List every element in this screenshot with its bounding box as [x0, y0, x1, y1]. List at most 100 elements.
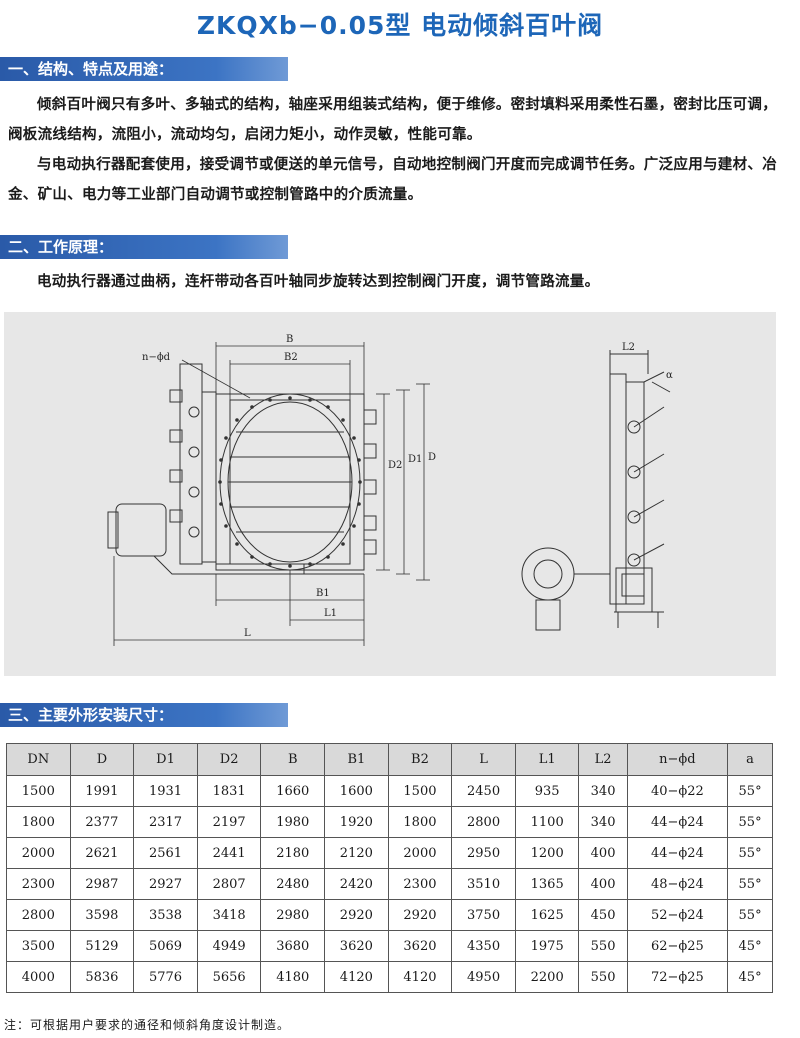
table-cell: 3620	[387, 930, 453, 962]
table-cell: 1831	[196, 775, 262, 807]
table-cell: 3620	[324, 930, 389, 962]
table-cell: 1500	[6, 775, 71, 807]
table-cell: 72−ϕ25	[626, 961, 729, 993]
dim-label-nphid: n−ϕd	[142, 352, 171, 363]
dim-label-L2: L2	[622, 342, 635, 353]
table-cell: 3538	[133, 899, 198, 931]
paragraph-principle-1: 电动执行器通过曲柄，连杆带动各百叶轴同步旋转达到控制阀门开度，调节管路流量。	[37, 273, 600, 290]
table-cell: 550	[578, 961, 628, 993]
table-cell: 2300	[387, 868, 453, 900]
flange-bolt-holes	[218, 396, 362, 568]
table-cell: 2317	[133, 806, 198, 838]
table-cell: 2621	[69, 837, 135, 869]
col-header: L1	[514, 743, 580, 776]
bracket-bolts	[169, 389, 200, 538]
table-cell: 340	[578, 775, 628, 807]
table-cell: 48−ϕ24	[626, 868, 729, 900]
table-cell: 400	[578, 837, 628, 869]
shaft-bosses	[363, 409, 377, 555]
col-header: n−ϕd	[626, 743, 729, 776]
table-cell: 3680	[260, 930, 326, 962]
table-cell: 3598	[69, 899, 135, 931]
table-cell: 45°	[727, 961, 773, 993]
valve-drawing-svg: B B2 n−ϕd D2 D1 D B1 L1 L L2 α	[107, 334, 673, 646]
table-cell: 1980	[260, 806, 326, 838]
table-cell: 2200	[514, 961, 580, 993]
col-header: D2	[196, 743, 262, 776]
col-header: D	[69, 743, 135, 776]
table-cell: 55°	[727, 899, 773, 931]
dim-label-D: D	[428, 452, 436, 463]
table-cell: 40−ϕ22	[626, 775, 729, 807]
table-cell: 2800	[6, 899, 71, 931]
table-cell: 5836	[69, 961, 135, 993]
table-cell: 45°	[727, 930, 773, 962]
table-cell: 1991	[69, 775, 135, 807]
table-cell: 1920	[324, 806, 389, 838]
table-cell: 2000	[6, 837, 71, 869]
col-header: B1	[324, 743, 389, 776]
table-cell: 550	[578, 930, 628, 962]
col-header: B2	[387, 743, 453, 776]
table-cell: 1200	[514, 837, 580, 869]
table-cell: 2927	[133, 868, 198, 900]
table-cell: 44−ϕ24	[626, 837, 729, 869]
table-cell: 1975	[514, 930, 580, 962]
dim-label-B: B	[286, 334, 293, 345]
table-cell: 3500	[6, 930, 71, 962]
technical-drawing: B B2 n−ϕd D2 D1 D B1 L1 L L2 α	[4, 312, 776, 676]
table-cell: 1100	[514, 806, 580, 838]
table-cell: 1500	[387, 775, 453, 807]
table-cell: 55°	[727, 806, 773, 838]
section-header-dimensions: 三、主要外形安装尺寸：	[0, 703, 288, 727]
dim-label-D2: D2	[388, 460, 402, 471]
table-cell: 2807	[196, 868, 262, 900]
table-cell: 4120	[387, 961, 453, 993]
dim-label-L1: L1	[324, 608, 337, 619]
table-cell: 2561	[133, 837, 198, 869]
table-cell: 1800	[387, 806, 453, 838]
table-cell: 4950	[451, 961, 516, 993]
col-header: D1	[133, 743, 198, 776]
table-cell: 340	[578, 806, 628, 838]
paragraph-structure-1: 倾斜百叶阀只有多叶、多轴式的结构，轴座采用组装式结构，便于维修。密封填料采用柔性…	[8, 96, 777, 143]
col-header: L	[451, 743, 516, 776]
side-view-linkages	[627, 406, 665, 567]
table-cell: 935	[514, 775, 580, 807]
col-header: DN	[6, 743, 71, 776]
dim-label-B2: B2	[284, 352, 298, 363]
dim-label-L: L	[244, 628, 251, 639]
table-cell: 2480	[260, 868, 326, 900]
table-cell: 4000	[6, 961, 71, 993]
table-cell: 2987	[69, 868, 135, 900]
table-cell: 2000	[387, 837, 453, 869]
side-actuator-housing	[521, 547, 575, 601]
table-cell: 2120	[324, 837, 389, 869]
table-cell: 55°	[727, 775, 773, 807]
table-cell: 2950	[451, 837, 516, 869]
table-cell: 2197	[196, 806, 262, 838]
col-header: B	[260, 743, 326, 776]
dim-label-D1: D1	[408, 454, 422, 465]
table-cell: 5656	[196, 961, 262, 993]
table-header-row: DN D D1 D2 B B1 B2 L L1 L2 n−ϕd a	[6, 743, 773, 776]
table-cell: 44−ϕ24	[626, 806, 729, 838]
table-cell: 1800	[6, 806, 71, 838]
table-cell: 3750	[451, 899, 516, 931]
table-cell: 1625	[514, 899, 580, 931]
table-cell: 5129	[69, 930, 135, 962]
col-header: a	[727, 743, 773, 776]
table-cell: 55°	[727, 868, 773, 900]
table-cell: 2420	[324, 868, 389, 900]
table-cell: 5776	[133, 961, 198, 993]
table-cell: 1931	[133, 775, 198, 807]
page-title: ZKQXb−0.05型 电动倾斜百叶阀	[196, 11, 604, 40]
principle-paragraphs: 电动执行器通过曲柄，连杆带动各百叶轴同步旋转达到控制阀门开度，调节管路流量。	[8, 267, 778, 297]
